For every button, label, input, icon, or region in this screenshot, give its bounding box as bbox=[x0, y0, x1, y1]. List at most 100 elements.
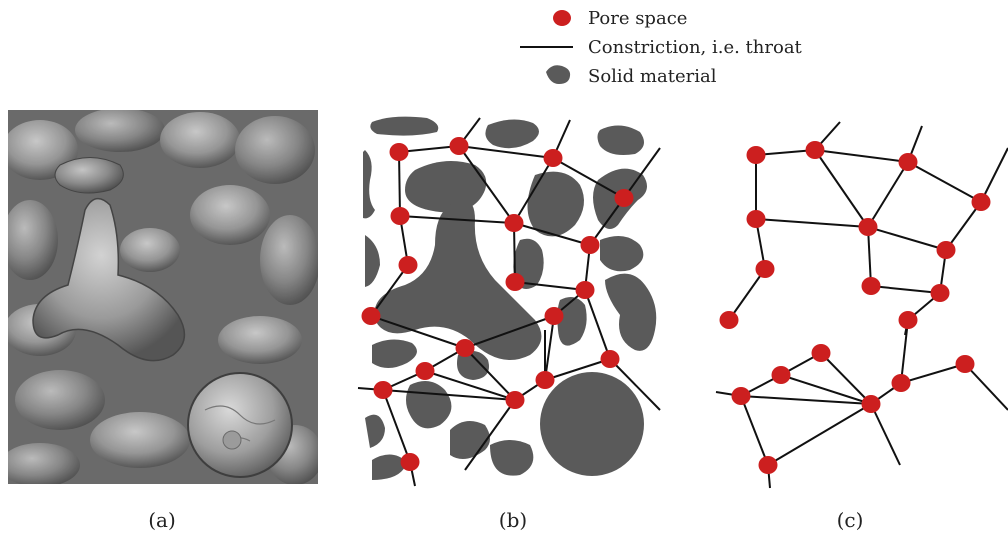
c-pore-node bbox=[861, 277, 881, 295]
b-throat-line bbox=[370, 315, 466, 349]
c-throat-line bbox=[755, 149, 816, 156]
b-pore-node bbox=[361, 307, 381, 325]
b-throat-line bbox=[370, 264, 409, 317]
c-pore-node bbox=[971, 193, 991, 211]
b-pore-node bbox=[449, 137, 469, 155]
c-throat-line bbox=[870, 403, 901, 466]
c-pore-node bbox=[898, 311, 918, 329]
solid-swatch-icon bbox=[546, 65, 571, 84]
b-pore-node bbox=[390, 207, 410, 225]
c-throat-line bbox=[867, 161, 909, 228]
c-pore-node bbox=[746, 210, 766, 228]
c-pore-node bbox=[891, 374, 911, 392]
c-throat-line bbox=[728, 268, 766, 321]
b-throat-line bbox=[544, 358, 611, 381]
b-throat-line bbox=[464, 399, 516, 471]
c-pore-node bbox=[805, 141, 825, 159]
b-throat-line bbox=[464, 315, 555, 349]
b-throat-line bbox=[398, 151, 401, 217]
c-pore-node bbox=[955, 355, 975, 373]
b-throat-line bbox=[513, 157, 554, 224]
b-pore-node bbox=[389, 143, 409, 161]
c-pore-node bbox=[858, 218, 878, 236]
c-throat-line bbox=[900, 363, 966, 384]
c-pore-node bbox=[898, 153, 918, 171]
legend-item-pore: Pore space bbox=[553, 8, 687, 29]
b-pore-node bbox=[575, 281, 595, 299]
b-pore-node bbox=[400, 453, 420, 471]
caption-a: (a) bbox=[148, 508, 176, 532]
b-pore-node bbox=[505, 391, 525, 409]
c-pore-node bbox=[771, 366, 791, 384]
c-throat-line bbox=[980, 147, 1008, 203]
b-throat-line bbox=[552, 157, 625, 199]
b-pore-node bbox=[505, 273, 525, 291]
c-pore-node bbox=[861, 395, 881, 413]
c-pore-node bbox=[936, 241, 956, 259]
b-pore-node bbox=[535, 371, 555, 389]
b-throat-line bbox=[424, 370, 516, 401]
pore-swatch-icon bbox=[553, 10, 571, 26]
panel-b-pore-network-with-solids bbox=[357, 115, 661, 487]
c-throat-line bbox=[867, 226, 947, 251]
legend-item-throat: Constriction, i.e. throat bbox=[520, 37, 803, 58]
b-throat-line bbox=[458, 145, 515, 224]
b-pore-node bbox=[415, 362, 435, 380]
b-pore-node bbox=[373, 381, 393, 399]
caption-c: (c) bbox=[837, 508, 864, 532]
c-throat-line bbox=[755, 218, 869, 228]
throat-network-c bbox=[715, 121, 1008, 489]
c-throat-line bbox=[907, 161, 982, 203]
b-throat-line bbox=[609, 358, 661, 411]
c-throat-line bbox=[964, 363, 1008, 411]
c-pore-node bbox=[811, 344, 831, 362]
b-throat-line bbox=[589, 197, 625, 246]
b-pore-node bbox=[614, 189, 634, 207]
b-pore-node bbox=[600, 350, 620, 368]
legend-label-solid: Solid material bbox=[588, 66, 717, 87]
c-pore-node bbox=[731, 387, 751, 405]
b-throat-line bbox=[514, 281, 586, 291]
c-pore-node bbox=[755, 260, 775, 278]
b-throat-line bbox=[398, 145, 460, 153]
c-throat-line bbox=[740, 395, 769, 466]
c-throat-line bbox=[780, 374, 872, 405]
b-throat-line bbox=[584, 289, 611, 360]
b-throat-line bbox=[399, 215, 515, 224]
c-throat-line bbox=[867, 226, 872, 287]
c-throat-line bbox=[814, 149, 869, 228]
panel-a-sem-image bbox=[8, 110, 318, 484]
pore-nodes-b bbox=[361, 137, 634, 471]
b-pore-node bbox=[455, 339, 475, 357]
b-pore-node bbox=[504, 214, 524, 232]
c-throat-line bbox=[767, 403, 872, 466]
c-pore-node bbox=[758, 456, 778, 474]
b-pore-node bbox=[544, 307, 564, 325]
legend: Pore space Constriction, i.e. throat Sol… bbox=[520, 8, 803, 87]
c-pore-node bbox=[930, 284, 950, 302]
b-throat-line bbox=[513, 222, 591, 246]
c-throat-line bbox=[814, 149, 909, 163]
legend-label-throat: Constriction, i.e. throat bbox=[588, 37, 803, 58]
c-throat-line bbox=[820, 352, 872, 405]
b-pore-node bbox=[398, 256, 418, 274]
panel-c-pore-network bbox=[715, 121, 1008, 489]
throat-network-b bbox=[357, 117, 661, 487]
caption-b: (b) bbox=[499, 508, 527, 532]
b-throat-line bbox=[623, 147, 661, 199]
legend-item-solid: Solid material bbox=[546, 65, 717, 87]
c-pore-node bbox=[719, 311, 739, 329]
c-throat-line bbox=[870, 285, 941, 294]
c-throat-line bbox=[740, 395, 872, 405]
b-pore-node bbox=[580, 236, 600, 254]
b-pore-node bbox=[543, 149, 563, 167]
legend-label-pore: Pore space bbox=[588, 8, 687, 29]
b-throat-line bbox=[382, 389, 411, 463]
solid-material-grains bbox=[363, 116, 657, 480]
b-throat-line bbox=[458, 145, 554, 159]
c-pore-node bbox=[746, 146, 766, 164]
pore-nodes-c bbox=[719, 141, 991, 474]
b-throat-line bbox=[382, 389, 516, 401]
c-throat-line bbox=[945, 201, 982, 251]
